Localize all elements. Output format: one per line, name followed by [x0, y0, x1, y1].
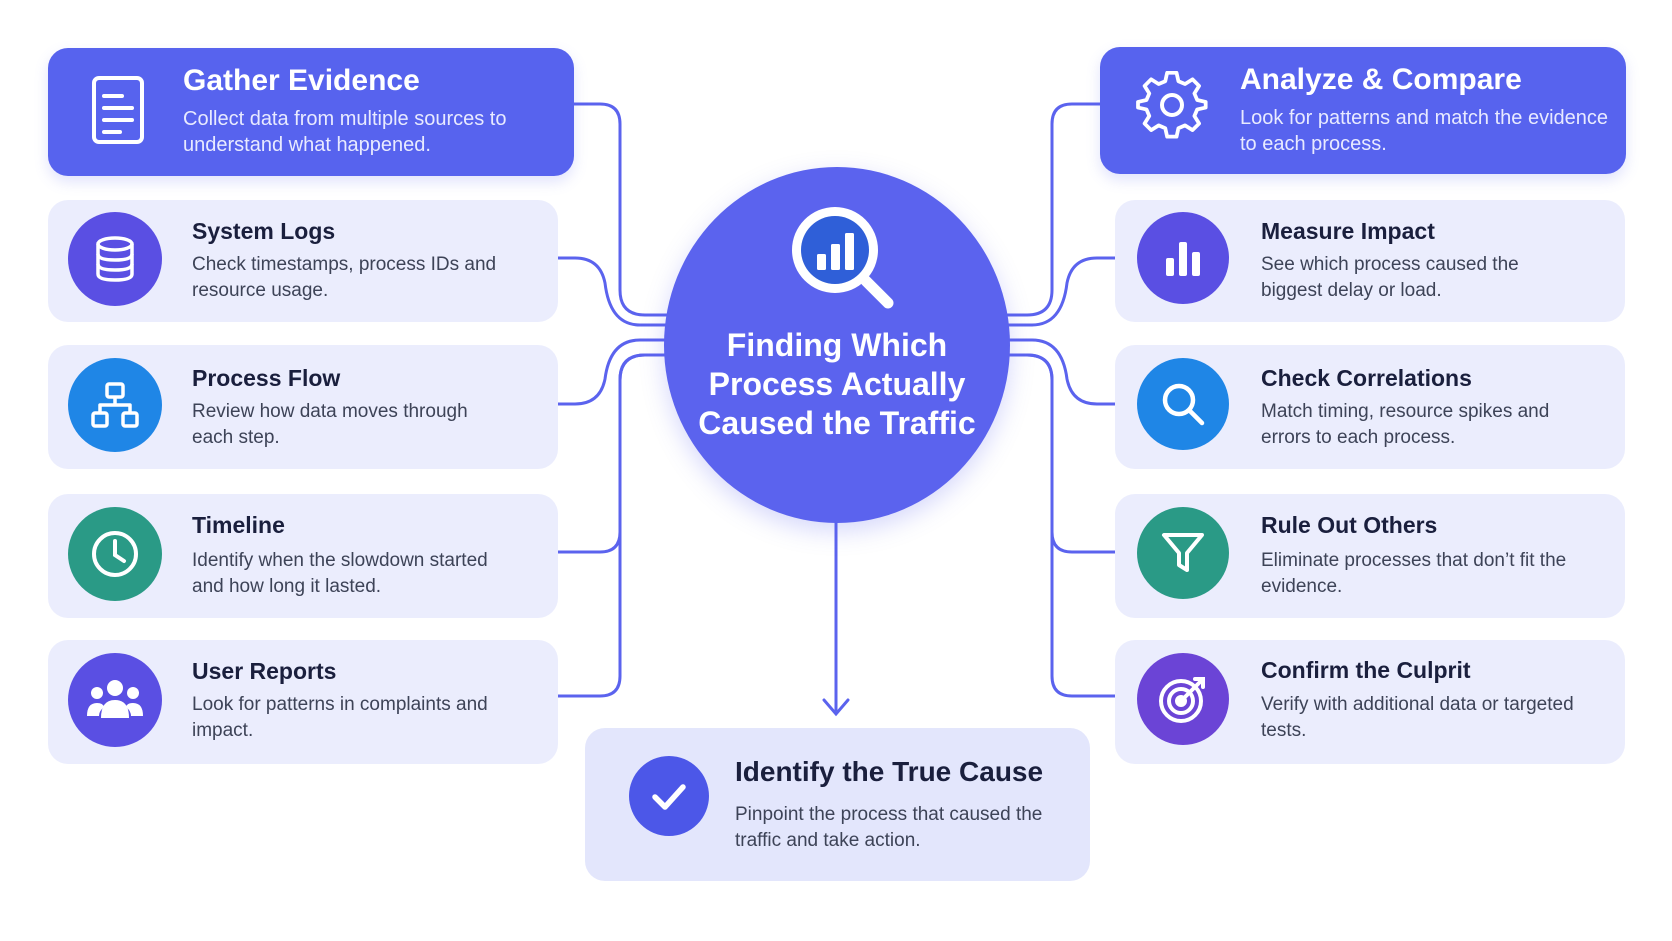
analyze-compare-card: Analyze & Compare Look for patterns and …	[1100, 47, 1626, 174]
identify-true-cause-title: Identify the True Cause	[735, 756, 1044, 787]
users-icon	[87, 680, 143, 718]
connector-confirm-culprit	[1000, 353, 1117, 698]
measure-impact-desc: See which process caused the biggest del…	[1261, 254, 1519, 301]
check-correlations-desc: Match timing, resource spikes and errors…	[1261, 401, 1550, 448]
filter-icon	[1162, 533, 1204, 572]
confirm-culprit-card: Confirm the Culprit Verify with addition…	[1115, 640, 1625, 764]
user-reports-icon-circle	[68, 653, 162, 747]
confirm-culprit-title: Confirm the Culprit	[1261, 657, 1471, 683]
process-flow-title: Process Flow	[192, 365, 341, 391]
rule-out-others-card: Rule Out Others Eliminate processes that…	[1115, 494, 1625, 618]
identify-true-cause-desc: Pinpoint the process that caused the tra…	[735, 804, 1043, 851]
rule-out-others-desc: Eliminate processes that don’t fit the e…	[1261, 550, 1567, 597]
process-flow-card: Process Flow Review how data moves throu…	[48, 345, 558, 469]
connector-measure-impact	[1000, 256, 1117, 327]
connector-rule-out	[1000, 353, 1117, 554]
connector-process-flow	[556, 338, 672, 406]
search-icon	[1162, 383, 1205, 426]
timeline-icon-circle	[68, 507, 162, 601]
arrowhead	[822, 698, 850, 717]
magnifier-chart-icon	[792, 207, 894, 309]
system-logs-icon-circle	[68, 212, 162, 306]
measure-impact-title: Measure Impact	[1261, 218, 1435, 244]
rule-out-others-title: Rule Out Others	[1261, 512, 1438, 538]
connector-analyze-compare	[1000, 102, 1102, 317]
timeline-title: Timeline	[192, 512, 285, 538]
process-flow-icon-circle	[68, 358, 162, 452]
bar-chart-icon	[1166, 242, 1200, 276]
analyze-compare-title: Analyze & Compare	[1240, 63, 1522, 96]
system-logs-title: System Logs	[192, 218, 336, 244]
gather-evidence-desc: Collect data from multiple sources to un…	[183, 108, 507, 156]
timeline-card: Timeline Identify when the slowdown star…	[48, 494, 558, 618]
process-flow-desc: Review how data moves through each step.	[192, 401, 468, 448]
database-icon	[96, 236, 134, 282]
user-reports-desc: Look for patterns in complaints and impa…	[192, 694, 488, 741]
connector-system-logs	[556, 256, 672, 327]
target-icon	[1159, 677, 1205, 723]
rule-out-others-icon-circle	[1137, 507, 1229, 599]
check-correlations-card: Check Correlations Match timing, resourc…	[1115, 345, 1625, 469]
confirm-culprit-desc: Verify with additional data or targeted …	[1261, 694, 1574, 741]
measure-impact-icon-circle	[1137, 212, 1229, 304]
center-title: Finding Which Process Actually Caused th…	[698, 327, 976, 441]
clock-icon	[92, 531, 138, 577]
confirm-culprit-icon-circle	[1137, 653, 1229, 745]
system-logs-desc: Check timestamps, process IDs and resour…	[192, 254, 497, 301]
timeline-desc: Identify when the slowdown started and h…	[192, 550, 488, 597]
check-circle-icon	[652, 784, 686, 810]
identify-true-cause-icon-circle	[629, 756, 709, 836]
analyze-compare-desc: Look for patterns and match the evidence…	[1240, 107, 1609, 155]
identify-true-cause-card: Identify the True Cause Pinpoint the pro…	[585, 728, 1090, 881]
user-reports-card: User Reports Look for patterns in compla…	[48, 640, 558, 764]
measure-impact-card: Measure Impact See which process caused …	[1115, 200, 1625, 322]
connector-check-correlations	[1000, 338, 1117, 406]
system-logs-card: System Logs Check timestamps, process ID…	[48, 200, 558, 322]
check-correlations-icon-circle	[1137, 358, 1229, 450]
connector-gather-evidence	[571, 102, 672, 317]
check-correlations-title: Check Correlations	[1261, 365, 1472, 391]
gear-icon	[1136, 71, 1208, 139]
user-reports-title: User Reports	[192, 658, 337, 684]
document-icon	[92, 76, 144, 144]
gather-evidence-card: Gather Evidence Collect data from multip…	[48, 48, 574, 176]
hierarchy-icon	[91, 382, 139, 428]
connector-timeline	[556, 353, 672, 554]
gather-evidence-title: Gather Evidence	[183, 64, 420, 97]
connector-user-reports	[556, 353, 672, 698]
